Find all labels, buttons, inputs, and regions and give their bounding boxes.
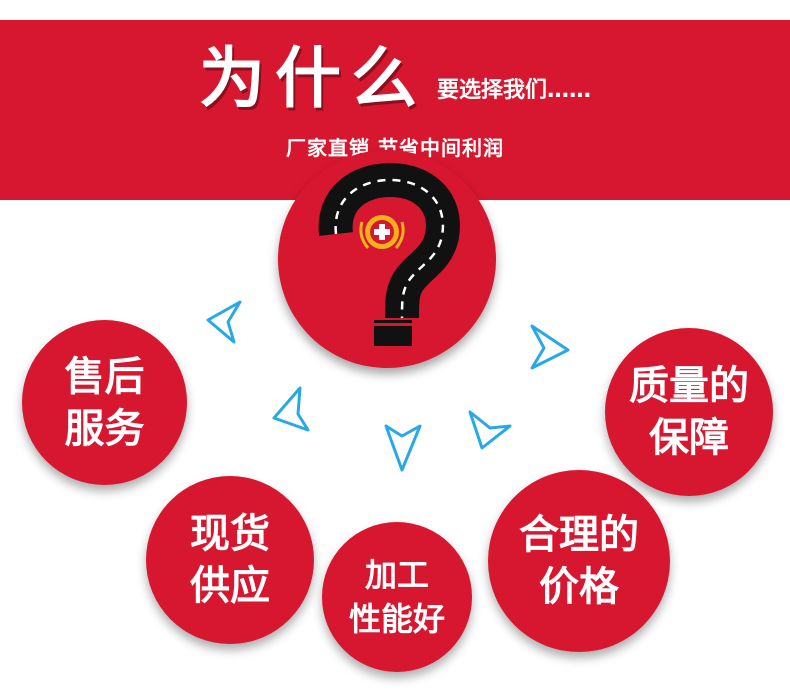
bubble-quality-line2: 保障 <box>649 415 729 461</box>
question-circle <box>278 150 496 368</box>
bubble-in-stock-line1: 现货 <box>190 511 270 557</box>
question-mark-road-icon <box>318 162 460 346</box>
bubble-quality-line1: 质量的 <box>629 363 749 409</box>
chevron-arrow-icon <box>530 324 570 370</box>
red-cross-badge-icon <box>359 215 405 249</box>
bubble-processing-line1: 加工 <box>364 556 429 594</box>
bubble-quality: 质量的 保障 <box>605 328 773 496</box>
bubble-price: 合理的 价格 <box>488 470 670 652</box>
page-subtitle: 要选择我们…… <box>436 78 591 103</box>
page-title: 为什么 <box>198 40 427 117</box>
chevron-arrow-icon <box>384 424 422 472</box>
bubble-price-line2: 价格 <box>539 564 619 610</box>
bubble-in-stock-line2: 供应 <box>190 563 270 609</box>
chevron-arrow-icon <box>206 300 242 344</box>
chevron-arrow-icon <box>468 410 512 450</box>
bubble-after-sales: 售后 服务 <box>22 320 187 485</box>
bubble-processing-line2: 性能好 <box>348 600 445 638</box>
headline: 为什么 要选择我们…… <box>0 38 790 118</box>
chevron-arrow-icon <box>272 386 310 432</box>
bubble-price-line1: 合理的 <box>519 512 639 558</box>
bubble-in-stock: 现货 供应 <box>146 476 314 644</box>
bubble-after-sales-line1: 售后 <box>64 353 145 400</box>
bubble-after-sales-line2: 服务 <box>64 405 145 452</box>
bubble-processing: 加工 性能好 <box>322 522 472 672</box>
